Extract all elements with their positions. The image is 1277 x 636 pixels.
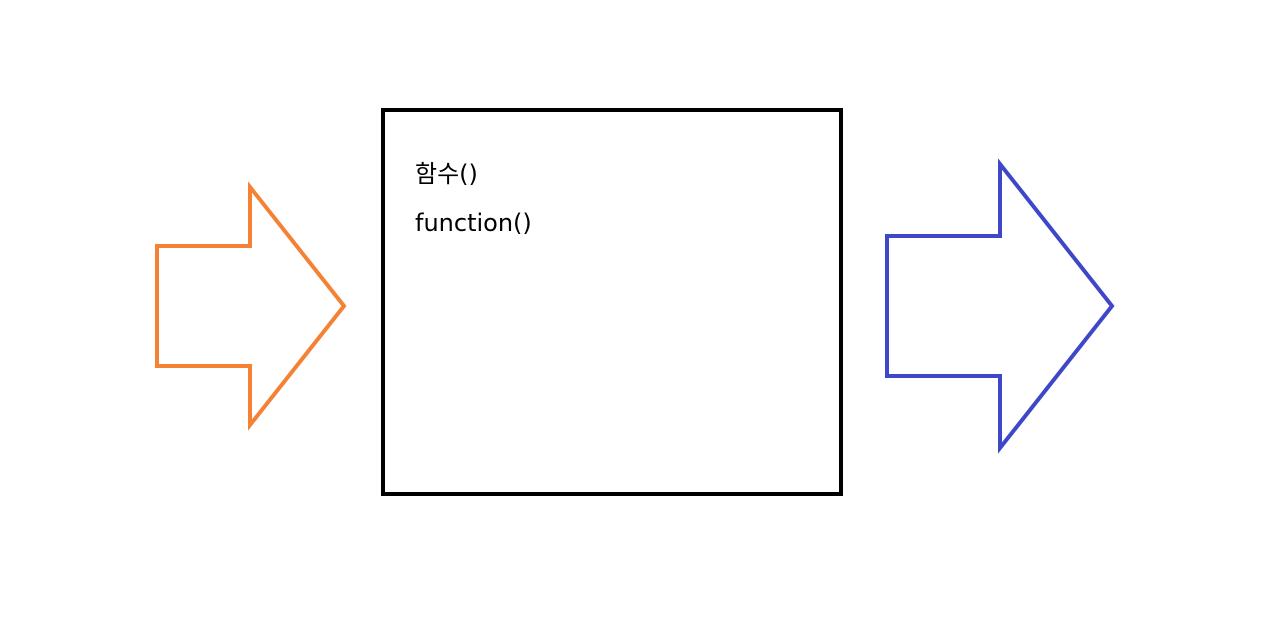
function-box: 함수() function() (381, 108, 843, 496)
function-label-korean: 함수() (415, 160, 478, 188)
output-arrow-shape (885, 158, 1115, 454)
input-arrow-shape (155, 181, 347, 431)
function-label-english: function() (415, 209, 532, 237)
